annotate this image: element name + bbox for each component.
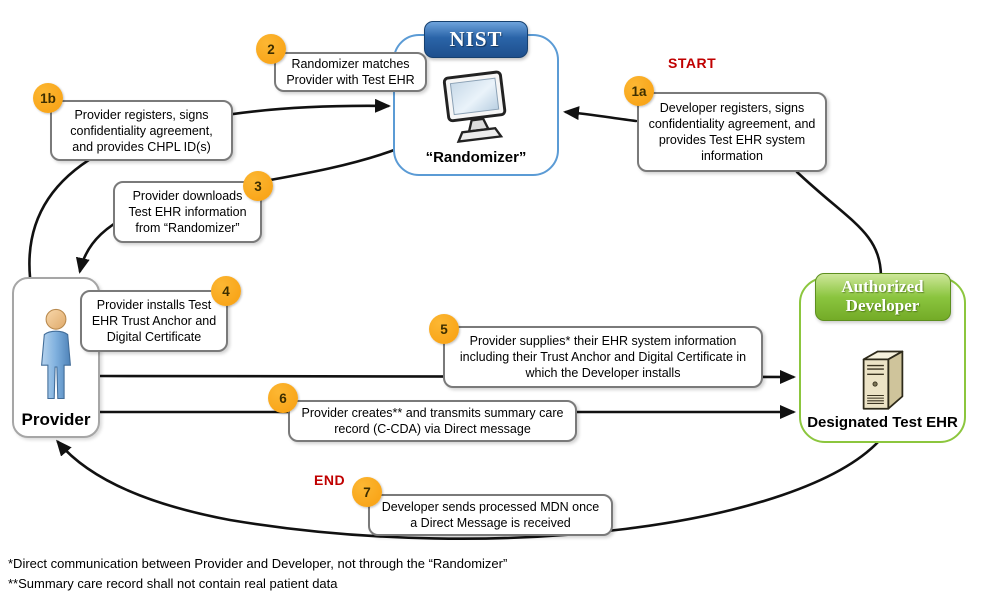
start-label: START [668,55,717,71]
arrow-developer-to-randomizer [563,106,638,123]
step-badge-1b: 1b [33,83,63,113]
step-badge-3: 3 [243,171,273,201]
nist-badge: NIST [424,21,528,58]
step-box-5: Provider supplies* their EHR system info… [443,326,763,388]
step-box-1b: Provider registers, signs confidentialit… [50,100,233,161]
step-box-2: Randomizer matches Provider with Test EH… [274,52,427,92]
step-box-3: Provider downloads Test EHR information … [113,181,262,243]
developer-node: Authorized Developer Designated Test EHR [799,273,966,443]
step-box-4: Provider installs Test EHR Trust Anchor … [80,290,228,352]
server-icon [862,350,903,410]
randomizer-computer-icon [442,70,507,143]
footnote-summary-record: **Summary care record shall not contain … [8,576,338,592]
authorized-developer-badge: Authorized Developer [814,273,951,321]
step-box-7: Developer sends processed MDN once a Dir… [368,494,613,536]
step-badge-2: 2 [256,34,286,64]
randomizer-label: “Randomizer” [425,149,527,166]
provider-label: Provider [21,410,91,429]
step-badge-1a: 1a [624,76,654,106]
arrow-ehr-to-provider-step7 [56,439,881,540]
designated-test-ehr-label: Designated Test EHR [807,414,958,431]
step-badge-7: 7 [352,477,382,507]
footnote-direct-communication: *Direct communication between Provider a… [8,556,508,571]
step-badge-5: 5 [429,314,459,344]
line-step1a-to-developer [795,170,883,278]
step-box-6: Provider creates** and transmits summary… [288,400,577,442]
footnotes: *Direct communication between Provider a… [8,554,507,594]
step-box-1a: Developer registers, signs confidentiali… [637,92,827,172]
randomizer-node: NIST “Randomizer” [393,21,559,176]
step-badge-6: 6 [268,383,298,413]
step-badge-4: 4 [211,276,241,306]
end-label: END [314,472,346,488]
provider-person-icon [41,308,71,400]
